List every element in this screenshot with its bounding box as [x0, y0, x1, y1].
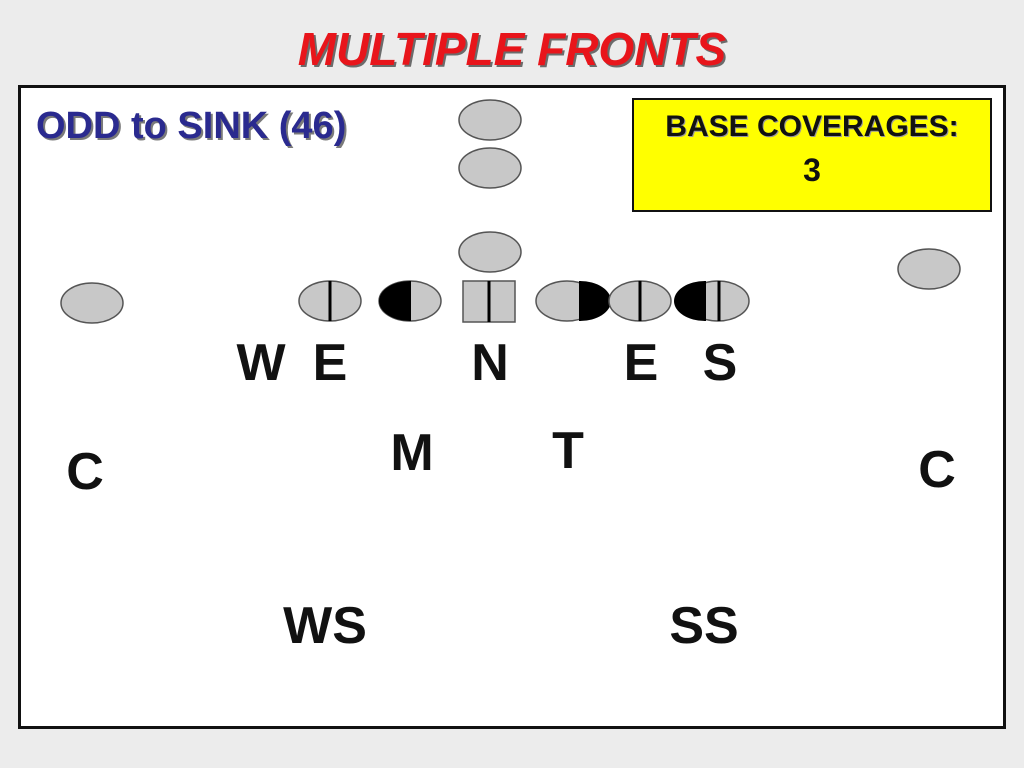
defender-s: S	[702, 334, 738, 392]
coverage-box: BASE COVERAGES: 3	[632, 98, 992, 212]
coverage-label: BASE COVERAGES:	[665, 110, 959, 143]
coverage-value: 3	[803, 152, 821, 188]
offense-back-2	[458, 147, 522, 189]
defender-e-right: E	[623, 334, 659, 392]
defender-m: M	[390, 424, 434, 482]
defender-ws: WS	[283, 597, 367, 655]
front-title: ODD to SINK (46)	[36, 105, 347, 147]
defender-e-left: E	[312, 334, 348, 392]
defender-w: W	[236, 334, 286, 392]
offense-line	[298, 280, 750, 323]
offense-receiver-left	[60, 282, 124, 324]
defender-n: N	[471, 334, 509, 392]
slide-title: MULTIPLE FRONTS	[297, 23, 727, 75]
defender-t: T	[552, 422, 584, 480]
offense-back-1	[458, 99, 522, 141]
defender-c-left: C	[66, 443, 104, 501]
defender-c-right: C	[918, 441, 956, 499]
offense-quarterback	[458, 231, 522, 273]
offense-receiver-right	[897, 248, 961, 290]
defender-ss: SS	[669, 597, 739, 655]
